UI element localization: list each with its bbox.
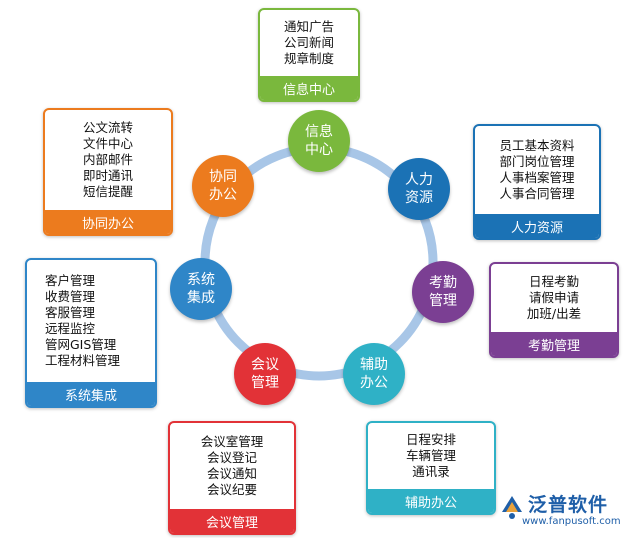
node-label: 辅助 xyxy=(360,357,388,373)
card-item: 日程考勤 xyxy=(528,274,579,289)
card-item: 公文流转 xyxy=(82,120,133,135)
card-item: 人事档案管理 xyxy=(499,170,575,185)
card-title: 考勤管理 xyxy=(491,332,617,356)
card-items: 日程考勤 请假申请 加班/出差 xyxy=(491,264,617,332)
card-item: 收费管理 xyxy=(45,289,96,304)
card-item: 客服管理 xyxy=(45,305,96,320)
node-label: 系统 xyxy=(187,272,215,288)
fanpu-logo-icon xyxy=(502,496,522,519)
card-title: 会议管理 xyxy=(170,509,294,533)
card-system-integration: 客户管理 收费管理 客服管理 远程监控 管网GIS管理 工程材料管理 系统集成 xyxy=(25,258,157,408)
logo-name: 泛普软件 xyxy=(528,494,609,516)
card-item: 文件中心 xyxy=(82,136,133,151)
card-title: 系统集成 xyxy=(27,382,155,406)
card-item: 部门岗位管理 xyxy=(499,154,575,169)
card-meeting: 会议室管理 会议登记 会议通知 会议纪要 会议管理 xyxy=(168,421,296,535)
card-item: 通讯录 xyxy=(412,464,450,479)
node-label: 人力 xyxy=(405,172,433,188)
card-info-center: 通知广告 公司新闻 规章制度 信息中心 xyxy=(258,8,360,102)
node-label: 集成 xyxy=(187,290,215,306)
card-items: 通知广告 公司新闻 规章制度 xyxy=(260,10,358,76)
card-title: 信息中心 xyxy=(260,76,358,100)
node-label: 协同 xyxy=(209,169,237,185)
card-item: 管网GIS管理 xyxy=(45,337,117,352)
node-collab-office[interactable]: 协同 办公 xyxy=(192,155,254,217)
card-title: 协同办公 xyxy=(45,210,171,234)
node-meeting[interactable]: 会议 管理 xyxy=(234,343,296,405)
card-item: 即时通讯 xyxy=(82,168,133,183)
card-item: 短信提醒 xyxy=(82,184,133,199)
card-item: 规章制度 xyxy=(283,51,334,66)
card-item: 会议纪要 xyxy=(206,482,257,497)
node-assist-office[interactable]: 辅助 办公 xyxy=(343,343,405,405)
card-item: 请假申请 xyxy=(528,290,579,305)
card-item: 会议室管理 xyxy=(200,434,264,449)
card-items: 会议室管理 会议登记 会议通知 会议纪要 xyxy=(170,423,294,509)
node-label: 信息 xyxy=(305,124,333,140)
card-item: 员工基本资料 xyxy=(499,138,575,153)
card-items: 公文流转 文件中心 内部邮件 即时通讯 短信提醒 xyxy=(45,110,171,210)
card-items: 员工基本资料 部门岗位管理 人事档案管理 人事合同管理 xyxy=(475,126,599,214)
card-title: 人力资源 xyxy=(475,214,599,238)
node-label: 会议 xyxy=(251,357,279,373)
node-hr[interactable]: 人力 资源 xyxy=(388,158,450,220)
card-collab-office: 公文流转 文件中心 内部邮件 即时通讯 短信提醒 协同办公 xyxy=(43,108,173,236)
card-item: 内部邮件 xyxy=(82,152,133,167)
node-label: 资源 xyxy=(405,190,433,206)
node-info-center[interactable]: 信息 中心 xyxy=(288,110,350,172)
card-title: 辅助办公 xyxy=(368,489,494,513)
fanpusoft-logo: 泛普软件 www.fanpusoft.com xyxy=(498,488,621,532)
card-items: 客户管理 收费管理 客服管理 远程监控 管网GIS管理 工程材料管理 xyxy=(27,260,155,382)
card-item: 人事合同管理 xyxy=(499,186,575,201)
node-label: 办公 xyxy=(360,375,388,391)
card-attendance: 日程考勤 请假申请 加班/出差 考勤管理 xyxy=(489,262,619,358)
card-item: 客户管理 xyxy=(45,273,96,288)
node-label: 办公 xyxy=(209,187,237,203)
card-items: 日程安排 车辆管理 通讯录 xyxy=(368,423,494,489)
node-attendance[interactable]: 考勤 管理 xyxy=(412,261,474,323)
node-label: 管理 xyxy=(429,293,457,309)
card-item: 公司新闻 xyxy=(283,35,334,50)
logo-url: www.fanpusoft.com xyxy=(522,516,621,527)
node-label: 中心 xyxy=(305,142,333,158)
node-system-integration[interactable]: 系统 集成 xyxy=(170,258,232,320)
card-item: 车辆管理 xyxy=(405,448,456,463)
card-item: 会议通知 xyxy=(206,466,257,481)
card-hr: 员工基本资料 部门岗位管理 人事档案管理 人事合同管理 人力资源 xyxy=(473,124,601,240)
card-item: 加班/出差 xyxy=(526,306,582,321)
node-label: 考勤 xyxy=(429,275,457,291)
card-item: 远程监控 xyxy=(45,321,96,336)
card-item: 工程材料管理 xyxy=(45,353,121,368)
card-item: 日程安排 xyxy=(405,432,456,447)
card-item: 通知广告 xyxy=(283,19,334,34)
card-assist-office: 日程安排 车辆管理 通讯录 辅助办公 xyxy=(366,421,496,515)
card-item: 会议登记 xyxy=(206,450,257,465)
node-label: 管理 xyxy=(251,375,279,391)
